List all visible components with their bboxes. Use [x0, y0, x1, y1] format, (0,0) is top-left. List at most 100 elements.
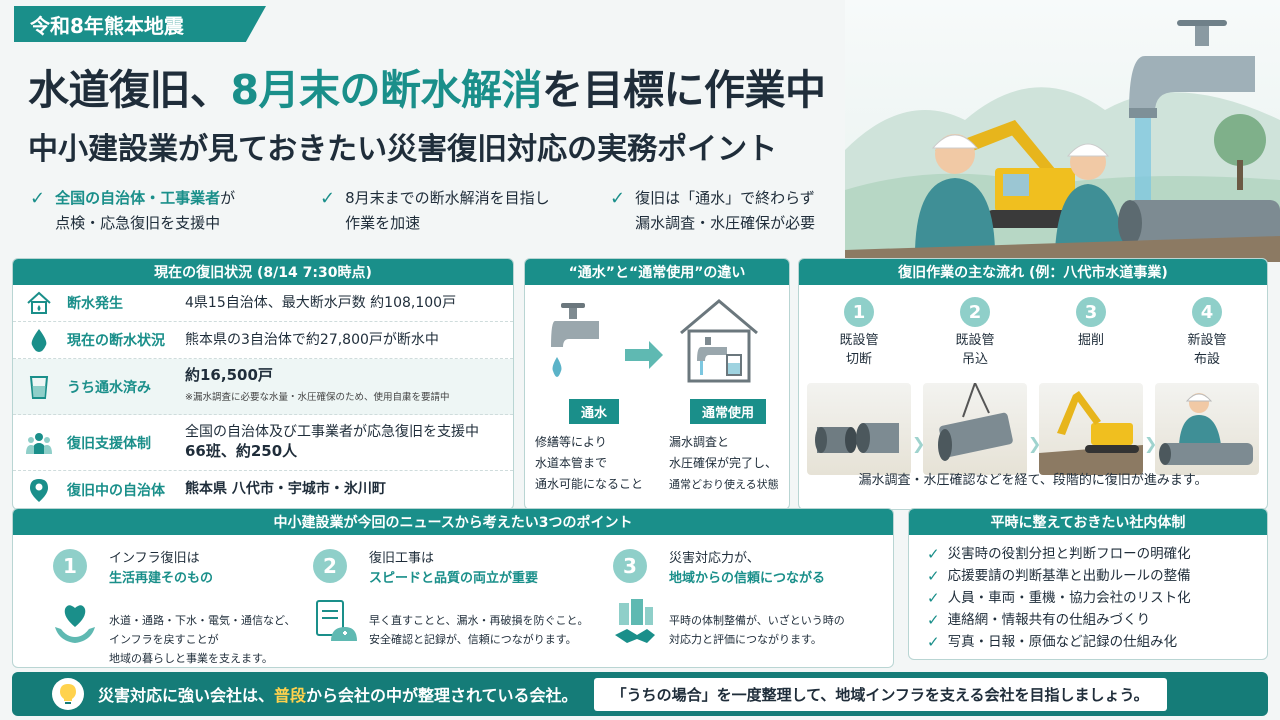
footer-text: から会社の中が整理されている会社。 — [306, 686, 578, 705]
check-icon: ✓ — [320, 188, 336, 209]
panel-title: “通水”と“通常使用”の違い — [525, 259, 789, 285]
point-title: 復旧工事は スピードと品質の両立が重要 — [369, 549, 538, 589]
key-point: ✓ 全国の自治体・工事業者が 点検・応急復旧を支援中 — [30, 186, 320, 236]
pipe-laying-illustration — [1155, 383, 1259, 475]
faucet-comparison-illustration — [551, 299, 758, 383]
hands-heart-icon — [55, 605, 95, 643]
footer-highlight: 普段 — [274, 686, 307, 705]
point-title-highlight: スピードと品質の両立が重要 — [369, 571, 539, 586]
check-icon: ✓ — [927, 633, 940, 651]
key-point: ✓ 8月末までの断水解消を目指し 作業を加速 — [320, 186, 610, 236]
checklist-item: ✓災害時の役割分担と判断フローの明確化 — [927, 543, 1267, 565]
point-number: 2 — [313, 549, 347, 583]
footer-text: 災害対応に強い会社は、 — [98, 686, 275, 705]
flow-step: 3 掘削 — [1039, 297, 1143, 475]
flow-note: 漏水調査・水圧確認などを経て、段階的に復旧が進みます。 — [858, 473, 1208, 488]
lightbulb-icon — [52, 678, 84, 710]
step-number: 2 — [960, 297, 990, 327]
key-point-text: 作業を加速 — [345, 214, 421, 232]
normal-use-column: 通常使用 漏水調査と 水圧確保が完了し、 通常どおり使える状態 — [669, 399, 787, 495]
status-value-block: 約16,500戸 ※漏水調査に必要な水量・水圧確保のため、使用自粛を要請中 — [185, 366, 449, 407]
checklist-item: ✓連絡網・情報共有の仕組みづくり — [927, 609, 1267, 631]
description-line: 地域の暮らしと事業を支えます。 — [109, 652, 273, 665]
point-title-line: 復旧工事は — [369, 551, 435, 566]
point-title: 災害対応力が、 地域からの信頼につながる — [669, 549, 825, 589]
check-icon: ✓ — [927, 567, 940, 585]
description-line: 平時の体制整備が、いざという時の — [669, 614, 845, 627]
checklist-item: ✓応援要請の判断基準と出動ルールの整備 — [927, 565, 1267, 587]
point-title-highlight: 生活再建そのもの — [109, 571, 214, 586]
status-note: ※漏水調査に必要な水量・水圧確保のため、使用自粛を要請中 — [185, 392, 450, 403]
water-comparison-panel: “通水”と“通常使用”の違い 通水 修繕等により 水道本管まで 通水可能になるこ… — [524, 258, 790, 510]
point-description: 水道・通路・下水・電気・通信など、 インフラを戻すことが 地域の暮らしと事業を支… — [109, 611, 329, 667]
title-prefix: 水道復旧、 — [28, 66, 231, 114]
arrow-right-icon — [625, 341, 663, 369]
checklist-text: 写真・日報・原価など記録の仕組み化 — [947, 634, 1178, 650]
pipe-lifting-illustration — [923, 383, 1027, 475]
step-label-line: 切断 — [845, 352, 872, 367]
hero-illustration — [845, 0, 1280, 262]
supply-column: 通水 修繕等により 水道本管まで 通水可能になること — [535, 399, 653, 495]
step-label: 掘削 — [1039, 331, 1143, 371]
footer-banner: 災害対応に強い会社は、普段から会社の中が整理されている会社。 「うちの場合」を一… — [12, 672, 1268, 716]
check-icon: ✓ — [927, 589, 940, 607]
title-suffix: を目標に作業中 — [542, 66, 826, 114]
description-line: 漏水調査と — [669, 435, 730, 449]
footer-message: 災害対応に強い会社は、普段から会社の中が整理されている会社。 — [98, 682, 578, 706]
glass-icon — [29, 375, 49, 399]
house-faucet-icon — [680, 299, 758, 383]
supply-badge: 通水 — [568, 399, 619, 424]
status-label: 復旧支援体制 — [67, 435, 151, 452]
step-number: 3 — [1076, 297, 1106, 327]
title-highlight: 8月末の断水解消 — [230, 66, 543, 114]
excavation-illustration — [1039, 383, 1143, 475]
page-title: 水道復旧、8月末の断水解消を目標に作業中 — [28, 56, 826, 116]
flow-step: 4 新設管 布設 — [1155, 297, 1259, 475]
point-title-line: インフラ復旧は — [109, 551, 200, 566]
status-value: 熊本県の3自治体で約27,800戸が断水中 — [185, 331, 439, 348]
step-number: 4 — [1192, 297, 1222, 327]
footer-callout: 「うちの場合」を一度整理して、地域インフラを支える会社を目指しましょう。 — [593, 677, 1167, 711]
point-description: 平時の体制整備が、いざという時の 対応力と評価につながります。 — [669, 611, 889, 649]
status-value: 全国の自治体及び工事業者が応急復旧を支援中 — [185, 424, 479, 440]
checklist-item: ✓ 人員・車両・重機・協力会社のリスト化 — [927, 587, 1267, 609]
check-icon: ✓ — [610, 188, 626, 209]
point-title-line: 災害対応力が、 — [669, 551, 760, 566]
panel-title: 復旧作業の主な流れ (例：八代市水道事業) — [799, 259, 1267, 285]
key-points-list: ✓ 全国の自治体・工事業者が 点検・応急復旧を支援中 ✓ 8月末までの断水解消を… — [30, 186, 900, 236]
status-label: 復旧中の自治体 — [67, 482, 165, 499]
checklist-helmet-icon — [316, 600, 357, 641]
step-label: 既設管 吊込 — [923, 331, 1027, 371]
point-title-highlight: 地域からの信頼につながる — [669, 571, 826, 586]
category-tag: 令和8年熊本地震 — [14, 6, 266, 42]
step-label-line: 新設管 — [1187, 333, 1227, 348]
point-description: 早く直すことと、漏水・再破損を防ぐこと。 安全確認と記録が、信頼につながります。 — [369, 611, 609, 649]
pipe-cutting-illustration — [807, 383, 911, 475]
recovery-flow-panel: 復旧作業の主な流れ (例：八代市水道事業) 1 既設管 切断 ❯ 2 既設管 吊… — [798, 258, 1268, 510]
description-line: インフラを戻すことが — [109, 633, 219, 646]
description-line: 安全確認と記録が、信頼につながります。 — [369, 633, 577, 646]
water-drop-icon — [31, 329, 47, 352]
status-label: 現在の断水状況 — [67, 333, 165, 349]
normal-use-description: 漏水調査と 水圧確保が完了し、 通常どおり使える状態 — [669, 432, 787, 495]
panel-title: 現在の復旧状況 (8/14 7:30時点) — [13, 259, 513, 285]
key-point-text: 8月末までの断水解消を目指し — [345, 189, 550, 207]
step-label-line: 布設 — [1193, 352, 1220, 367]
key-point: ✓ 復旧は「通水」で終わらず 漏水調査・水圧確保が必要 — [610, 186, 900, 236]
step-label: 新設管 布設 — [1155, 331, 1259, 371]
point-title: インフラ復旧は 生活再建そのもの — [109, 549, 213, 589]
description-line: 通常どおり使える状態 — [669, 478, 779, 491]
location-pin-icon — [30, 478, 48, 502]
description-line: 水道本管まで — [535, 456, 608, 470]
status-label: うち通水済み — [67, 379, 151, 396]
flow-arrow-icon: ❯ — [1028, 434, 1042, 453]
key-point-highlight: 全国の自治体・工事業者 — [55, 189, 221, 207]
description-line: 対応力と評価につながります。 — [669, 633, 822, 646]
flow-arrow-icon: ❯ — [1144, 434, 1158, 453]
description-line: 水道・通路・下水・電気・通信など、 — [109, 614, 296, 627]
description-line: 水圧確保が完了し、 — [669, 456, 778, 470]
step-number: 1 — [844, 297, 874, 327]
status-row-municipalities: 復旧中の自治体 熊本県 八代市・宇城市・氷川町 — [13, 471, 513, 508]
checklist-text: 人員・車両・重機・協力会社のリスト化 — [947, 590, 1191, 606]
description-line: 修繕等により — [535, 435, 607, 449]
